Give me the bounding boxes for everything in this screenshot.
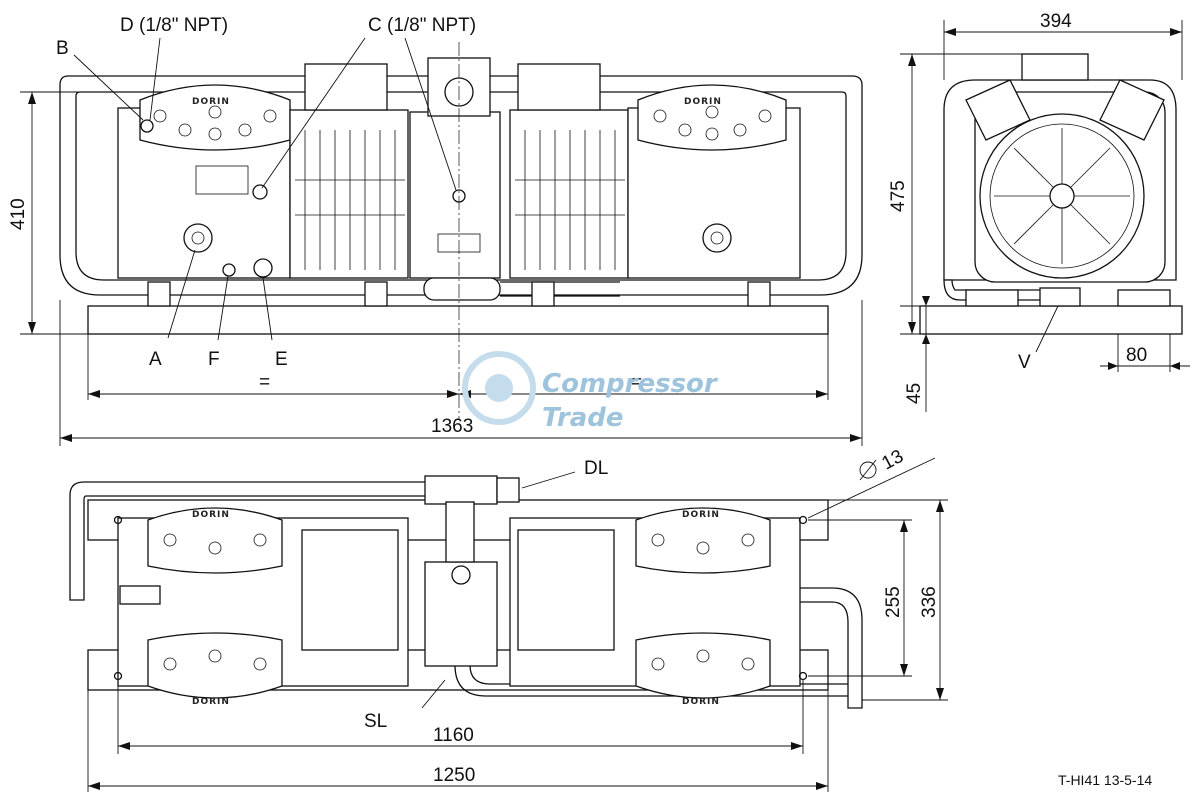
- side-foot-right: [1117, 289, 1171, 307]
- dim-total-length: 1363: [431, 416, 473, 437]
- right-motor-fins: [515, 130, 625, 270]
- label-port-b: B: [56, 38, 69, 59]
- front-base-plate: [87, 305, 829, 335]
- watermark-line1: Compressor: [542, 369, 719, 399]
- right-oil-port: [702, 223, 732, 253]
- left-motor-fins: [295, 130, 405, 270]
- label-port-e: E: [275, 349, 288, 370]
- watermark: Compressor Trade: [462, 351, 719, 433]
- right-motor-body: [509, 109, 629, 279]
- dim-equal-right: =: [631, 372, 642, 393]
- side-foot-left: [965, 289, 1019, 307]
- dim-equal-left: =: [259, 372, 270, 393]
- top-right-bolts: [651, 533, 755, 671]
- centre-manifold: [409, 111, 501, 279]
- label-port-f: F: [208, 349, 220, 370]
- mount-hole-4: [113, 515, 123, 525]
- suction-header-pipe: [423, 277, 501, 301]
- side-motor-cover: [979, 113, 1145, 279]
- side-head-right: [1099, 79, 1165, 141]
- front-foot-4: [747, 281, 771, 307]
- left-nameplate: [195, 165, 249, 195]
- top-brand-3: DORIN: [682, 510, 720, 520]
- dim-base-length: 1250: [433, 765, 475, 786]
- left-motor-body: [289, 109, 409, 279]
- port-a-fitting: [183, 223, 213, 253]
- left-terminal-box: [304, 63, 388, 111]
- port-d-fitting: [252, 184, 268, 200]
- label-sl: SL: [364, 711, 387, 732]
- dim-width-side: 394: [1040, 11, 1072, 32]
- diameter-symbol-icon: [859, 459, 877, 481]
- watermark-line2: Trade: [542, 403, 624, 433]
- dim-width-top-outer: 336: [919, 586, 940, 618]
- dim-height-front: 410: [8, 198, 29, 230]
- dl-valve-body: [424, 475, 498, 505]
- mount-hole-2: [798, 515, 808, 525]
- right-brand: DORIN: [684, 97, 722, 107]
- port-f-fitting: [222, 263, 236, 277]
- label-port-v: V: [1018, 352, 1031, 373]
- label-port-d: D (1/8" NPT): [120, 15, 228, 36]
- side-view: [919, 53, 1183, 335]
- dl-connector: [496, 477, 520, 503]
- dim-base-height: 45: [904, 383, 925, 404]
- top-brand-1: DORIN: [192, 510, 230, 520]
- sl-valve-body: [424, 561, 498, 667]
- watermark-logo-icon: [462, 351, 536, 425]
- label-dl: DL: [584, 458, 608, 479]
- top-left-head-rear: [147, 507, 283, 574]
- side-dimensions: [900, 20, 1190, 412]
- port-b-fitting: [140, 119, 154, 133]
- dim-foot-side: 80: [1126, 345, 1147, 366]
- front-foot-3: [531, 281, 555, 307]
- top-brand-4: DORIN: [682, 697, 720, 707]
- front-foot-1: [147, 281, 171, 307]
- mount-hole-3: [798, 671, 808, 681]
- dim-hole-spacing: 1160: [433, 725, 474, 746]
- top-dimensions: [87, 499, 948, 792]
- top-suction-pipe-right: [779, 587, 863, 709]
- port-e-fitting: [253, 258, 273, 278]
- right-terminal-box: [517, 63, 601, 111]
- front-foot-2: [364, 281, 388, 307]
- side-cover-ribs: [994, 128, 1130, 264]
- dim-width-top-inner: 255: [883, 586, 904, 618]
- top-left-terminal-box: [301, 529, 399, 651]
- drawing-reference: T-HI41 13-5-14: [1058, 772, 1152, 788]
- top-left-bolts: [163, 533, 267, 671]
- right-head-bolts: [653, 105, 772, 141]
- side-head-left: [965, 79, 1031, 141]
- left-brand: DORIN: [192, 97, 230, 107]
- top-left-head-front: [147, 632, 283, 699]
- right-cylinder-head: [637, 84, 787, 151]
- dim-hole-diameter: 13: [878, 446, 907, 474]
- front-leaders: [73, 37, 457, 341]
- left-head-bolts: [153, 105, 277, 141]
- top-right-head-rear: [635, 507, 771, 574]
- front-frame-outer: [59, 75, 863, 296]
- label-port-a: A: [149, 349, 162, 370]
- front-view: DORIN: [59, 42, 863, 420]
- label-port-c: C (1/8" NPT): [368, 15, 476, 36]
- top-left-oil-valve: [119, 585, 161, 605]
- sl-stem: [445, 501, 475, 563]
- top-right-terminal-box: [517, 529, 615, 651]
- top-brand-2: DORIN: [192, 697, 230, 707]
- mount-hole-1: [113, 671, 123, 681]
- port-v-fitting: [1039, 287, 1081, 307]
- side-frame: [943, 79, 1177, 281]
- front-dimensions: [20, 91, 863, 446]
- dim-height-side: 475: [888, 180, 909, 212]
- top-view: DORIN DORIN DORIN DORIN: [69, 475, 863, 709]
- top-leaders: [421, 457, 936, 709]
- top-right-head-front: [635, 632, 771, 699]
- side-terminal-box: [1021, 53, 1089, 81]
